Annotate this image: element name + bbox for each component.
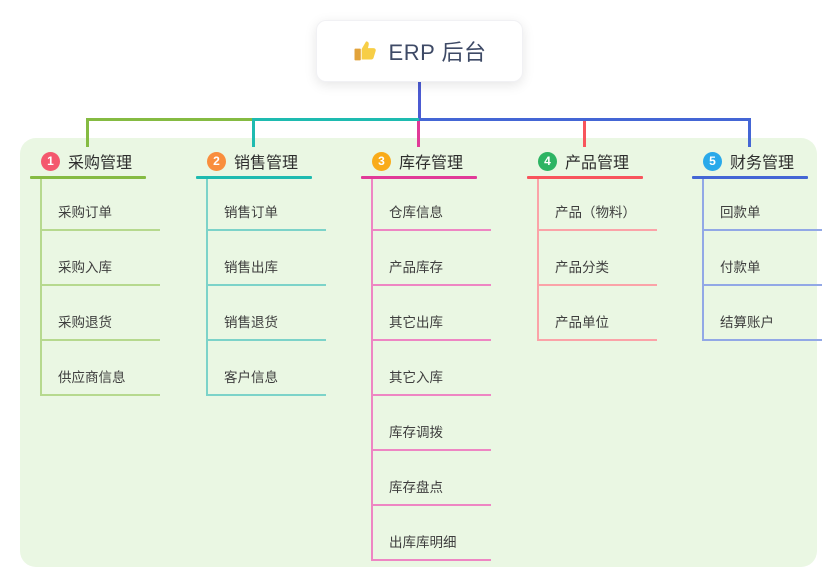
- branch-title[interactable]: 2 销售管理: [196, 149, 312, 173]
- child-node[interactable]: 其它出库: [371, 313, 491, 341]
- branch-number-badge: 3: [372, 151, 391, 171]
- branch: 5 财务管理 回款单付款单结算账户: [692, 148, 822, 341]
- mindmap-panel: [20, 138, 817, 567]
- branch-connector-vline: [537, 179, 539, 341]
- child-label: 销售订单: [224, 205, 278, 220]
- branch-connector-drop: [417, 121, 420, 147]
- branch-underline: [30, 176, 146, 179]
- child-node[interactable]: 仓库信息: [371, 203, 491, 231]
- thumbs-up-icon: [354, 41, 376, 61]
- child-label: 出库库明细: [389, 535, 457, 550]
- child-label: 销售退货: [224, 315, 278, 330]
- branch-connector-drop: [748, 118, 751, 147]
- branch-title-label: 销售管理: [234, 155, 299, 172]
- child-label: 回款单: [720, 205, 761, 220]
- child-label: 客户信息: [224, 370, 278, 385]
- child-label: 库存盘点: [389, 480, 443, 495]
- child-node[interactable]: 产品分类: [537, 258, 657, 286]
- child-node[interactable]: 采购退货: [40, 313, 160, 341]
- child-label: 产品单位: [555, 315, 609, 330]
- child-label: 供应商信息: [58, 370, 126, 385]
- child-label: 采购入库: [58, 260, 112, 275]
- child-node[interactable]: 采购订单: [40, 203, 160, 231]
- child-node[interactable]: 付款单: [702, 258, 822, 286]
- child-label: 产品（物料）: [555, 205, 636, 220]
- child-label: 销售出库: [224, 260, 278, 275]
- branch-underline: [361, 176, 477, 179]
- branch: 2 销售管理 销售订单销售出库销售退货客户信息: [196, 148, 326, 396]
- child-label: 产品分类: [555, 260, 609, 275]
- branch-underline: [527, 176, 643, 179]
- branch-title[interactable]: 4 产品管理: [527, 149, 643, 173]
- child-node[interactable]: 其它入库: [371, 368, 491, 396]
- child-node[interactable]: 客户信息: [206, 368, 326, 396]
- child-node[interactable]: 库存调拨: [371, 423, 491, 451]
- branch-title[interactable]: 3 库存管理: [361, 149, 477, 173]
- branch-number-badge: 1: [41, 151, 60, 171]
- branch-connector-vline: [40, 179, 42, 396]
- child-node[interactable]: 采购入库: [40, 258, 160, 286]
- child-node[interactable]: 产品库存: [371, 258, 491, 286]
- branch: 4 产品管理 产品（物料） 产品分类产品单位: [527, 148, 657, 341]
- branch-connector-vline: [206, 179, 208, 396]
- child-label: 库存调拨: [389, 425, 443, 440]
- branch-connector-horizontal: [252, 118, 421, 121]
- child-label: 产品库存: [389, 260, 443, 275]
- child-label: 仓库信息: [389, 205, 443, 220]
- child-label: 采购订单: [58, 205, 112, 220]
- root-connector-line: [417, 82, 421, 121]
- branch-title[interactable]: 5 财务管理: [692, 149, 808, 173]
- branch-title-label: 产品管理: [565, 155, 630, 172]
- branch-connector-horizontal: [419, 118, 751, 121]
- branch-connector-drop: [86, 118, 89, 147]
- child-label: 其它出库: [389, 315, 443, 330]
- child-label: 其它入库: [389, 370, 443, 385]
- branch-number-badge: 2: [207, 151, 226, 171]
- branch-connector-vline: [371, 179, 373, 561]
- branch-connector-drop: [252, 118, 255, 147]
- child-node[interactable]: 出库库明细: [371, 533, 491, 561]
- root-node-label: ERP 后台: [388, 40, 487, 65]
- child-label: 付款单: [720, 260, 761, 275]
- branch-connector-drop: [583, 121, 586, 147]
- branch: 1 采购管理 采购订单采购入库采购退货供应商信息: [30, 148, 160, 396]
- root-node[interactable]: ERP 后台: [316, 20, 523, 82]
- branch-number-badge: 4: [538, 151, 557, 171]
- child-node[interactable]: 供应商信息: [40, 368, 160, 396]
- branch-underline: [196, 176, 312, 179]
- child-node[interactable]: 库存盘点: [371, 478, 491, 506]
- branch-underline: [692, 176, 808, 179]
- branch-title-label: 采购管理: [68, 155, 133, 172]
- child-node[interactable]: 产品单位: [537, 313, 657, 341]
- branch-title-label: 库存管理: [399, 155, 464, 172]
- child-node[interactable]: 销售出库: [206, 258, 326, 286]
- child-label: 结算账户: [720, 315, 774, 330]
- child-label: 采购退货: [58, 315, 112, 330]
- child-node[interactable]: 回款单: [702, 203, 822, 231]
- child-node[interactable]: 结算账户: [702, 313, 822, 341]
- branch: 3 库存管理 仓库信息产品库存其它出库其它入库库存调拨库存盘点出库库明细: [361, 148, 491, 561]
- branch-title-label: 财务管理: [730, 155, 795, 172]
- child-node[interactable]: 销售订单: [206, 203, 326, 231]
- branch-number-badge: 5: [703, 151, 722, 171]
- branch-connector-vline: [702, 179, 704, 341]
- child-node[interactable]: 产品（物料）: [537, 203, 657, 231]
- child-node[interactable]: 销售退货: [206, 313, 326, 341]
- branch-title[interactable]: 1 采购管理: [30, 149, 146, 173]
